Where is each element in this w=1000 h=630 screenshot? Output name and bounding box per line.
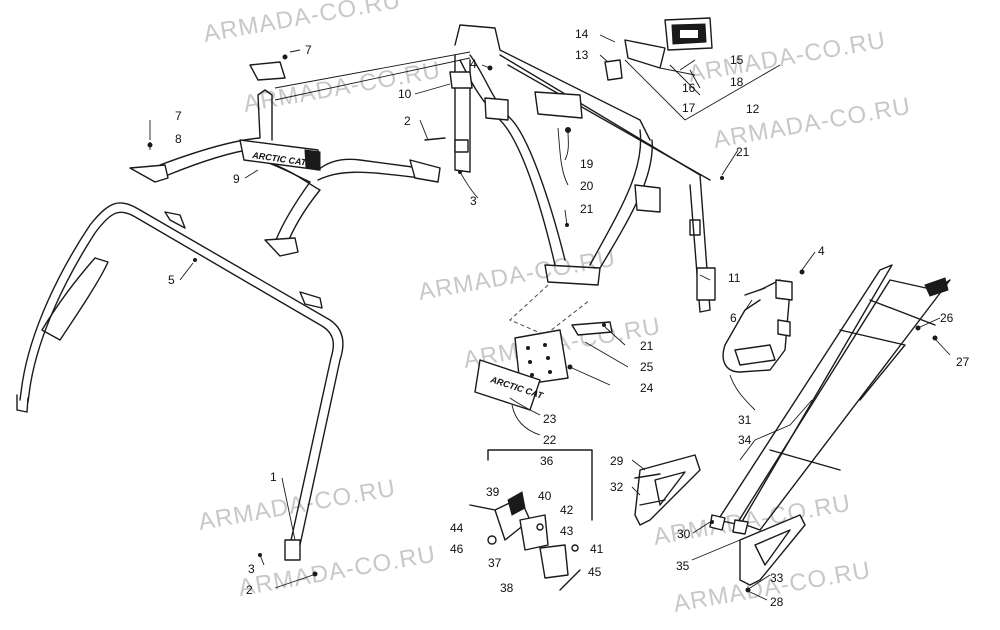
- watermark-8: ARMADA-CO.RU: [236, 541, 438, 602]
- rear-cage-frame: [449, 24, 716, 313]
- mount-bracket: [509, 284, 613, 386]
- callout-36: 36: [540, 454, 554, 468]
- callout-38: 38: [500, 581, 514, 595]
- callout-5: 5: [168, 273, 175, 287]
- light-assembly: [604, 17, 713, 81]
- callout-18: 18: [730, 75, 744, 89]
- callout-22: 22: [543, 433, 557, 447]
- callout-32: 32: [610, 480, 624, 494]
- callout-24: 24: [640, 381, 654, 395]
- callout-7-upper: 7: [305, 43, 312, 57]
- watermark-7: ARMADA-CO.RU: [196, 475, 398, 536]
- logo-padding: ARCTIC CAT: [239, 139, 321, 171]
- callout-11: 11: [728, 271, 741, 285]
- callout-1: 1: [270, 470, 277, 484]
- callout-13: 13: [575, 48, 589, 62]
- callout-29: 29: [610, 454, 624, 468]
- callout-17: 17: [682, 101, 696, 115]
- callout-23: 23: [543, 412, 557, 426]
- callout-40: 40: [538, 489, 552, 503]
- latch-assembly: [469, 449, 593, 591]
- callout-2-lower: 2: [246, 583, 253, 597]
- callout-4-upper: 4: [470, 57, 477, 71]
- watermark-5: ARMADA-CO.RU: [416, 245, 618, 306]
- callout-14: 14: [575, 27, 589, 41]
- callout-9: 9: [233, 172, 240, 186]
- callout-21-middle: 21: [640, 339, 654, 353]
- callout-35: 35: [676, 559, 690, 573]
- callout-34: 34: [738, 433, 752, 447]
- callout-20: 20: [580, 179, 594, 193]
- callout-3-upper: 3: [470, 194, 477, 208]
- callout-8: 8: [175, 132, 182, 146]
- callout-27: 27: [956, 355, 970, 369]
- callout-4-right: 4: [818, 244, 825, 258]
- callout-25: 25: [640, 360, 654, 374]
- callout-41: 41: [590, 542, 604, 556]
- callout-21-top-left: 21: [580, 202, 594, 216]
- watermark-3: ARMADA-CO.RU: [686, 27, 888, 88]
- callout-31: 31: [738, 413, 752, 427]
- mesh-panel-left: [634, 454, 701, 526]
- callout-28: 28: [770, 595, 784, 609]
- callouts: 1 2 2 3 3 4 4 5 6 7 7 8 9 10 11 12 13 14…: [168, 27, 970, 609]
- side-bracket: [722, 279, 793, 373]
- callout-10: 10: [398, 87, 412, 101]
- callout-44: 44: [450, 521, 464, 535]
- callout-19: 19: [580, 157, 594, 171]
- callout-43: 43: [560, 524, 574, 538]
- hardware: [147, 54, 938, 593]
- mesh-panel-right: [739, 514, 806, 586]
- callout-37: 37: [488, 556, 502, 570]
- callout-12: 12: [746, 102, 760, 116]
- callout-39: 39: [486, 485, 500, 499]
- callout-46: 46: [450, 542, 464, 556]
- front-roll-cage: [16, 202, 344, 561]
- callout-3-lower: 3: [248, 562, 255, 576]
- callout-33: 33: [770, 571, 784, 585]
- callout-26: 26: [940, 311, 954, 325]
- callout-7-left: 7: [175, 109, 182, 123]
- watermark-1: ARMADA-CO.RU: [201, 0, 403, 48]
- callout-45: 45: [588, 565, 602, 579]
- callout-42: 42: [560, 503, 574, 517]
- callout-21-top-right: 21: [736, 145, 750, 159]
- callout-30: 30: [677, 527, 691, 541]
- callout-16: 16: [682, 81, 696, 95]
- callout-6: 6: [730, 311, 737, 325]
- leader-lines: [149, 34, 951, 601]
- callout-15: 15: [730, 53, 744, 67]
- callout-2-upper: 2: [404, 114, 411, 128]
